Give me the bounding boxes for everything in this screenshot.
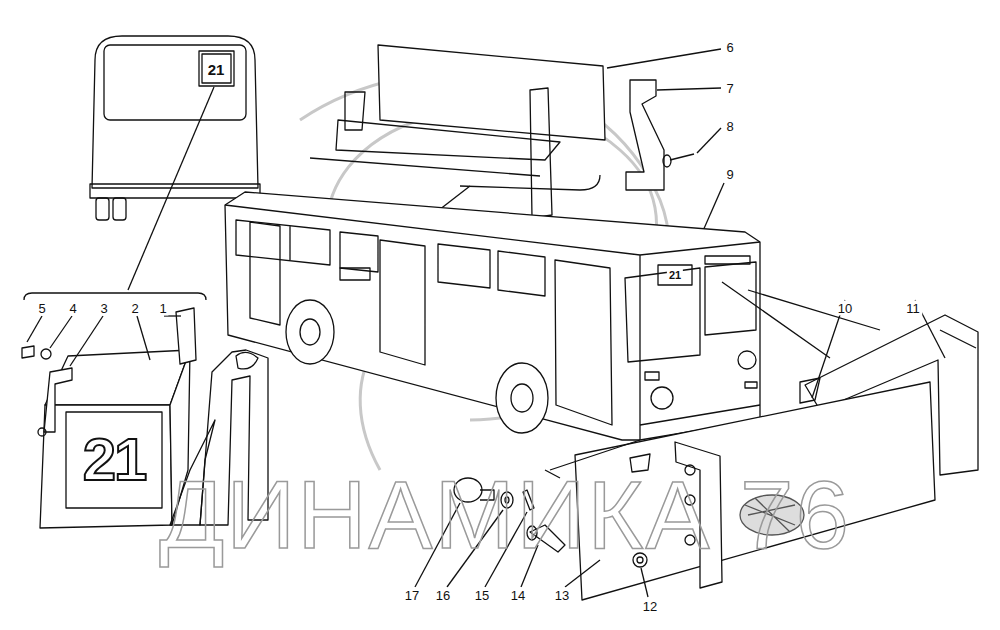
leader-line (607, 49, 721, 68)
leader-line (565, 560, 600, 587)
callout-number: 7 (724, 81, 735, 96)
leader-line (657, 88, 721, 90)
watermark: ДИНАМИКА 76 (159, 467, 851, 563)
callout-number: 4 (67, 301, 78, 316)
callout-number: 2 (129, 301, 140, 316)
leader-line (137, 316, 150, 360)
leader-line (50, 316, 72, 348)
route-number: 21 (83, 430, 146, 490)
bus-rear-view (90, 36, 260, 220)
callout-number: 5 (36, 301, 47, 316)
bus (225, 192, 760, 440)
side-sign (310, 45, 605, 218)
callout-number: 13 (553, 588, 571, 603)
leader-line (128, 87, 214, 290)
callout-number: 6 (724, 40, 735, 55)
callout-number: 10 (836, 301, 854, 316)
group-bracket (24, 293, 206, 300)
leader-line (27, 316, 42, 342)
callout-number: 11 (904, 301, 922, 316)
leader-line (722, 282, 880, 358)
callout-number: 17 (403, 588, 421, 603)
bracket (626, 80, 664, 190)
leader-line (164, 315, 181, 316)
callout-number: 21 (206, 61, 227, 78)
callout-number: 16 (434, 588, 452, 603)
leader-line (697, 128, 721, 153)
callout-number: 12 (641, 599, 659, 614)
callout-number: 3 (98, 301, 109, 316)
callout-number: 1 (157, 301, 168, 316)
callout-number: 14 (509, 588, 527, 603)
leader-line (641, 568, 648, 597)
callout-number: 9 (724, 167, 735, 182)
bolt (663, 154, 694, 167)
route-number: 21 (667, 269, 683, 282)
callout-number: 8 (724, 119, 735, 134)
callout-number: 15 (473, 588, 491, 603)
leader-line (70, 316, 103, 366)
